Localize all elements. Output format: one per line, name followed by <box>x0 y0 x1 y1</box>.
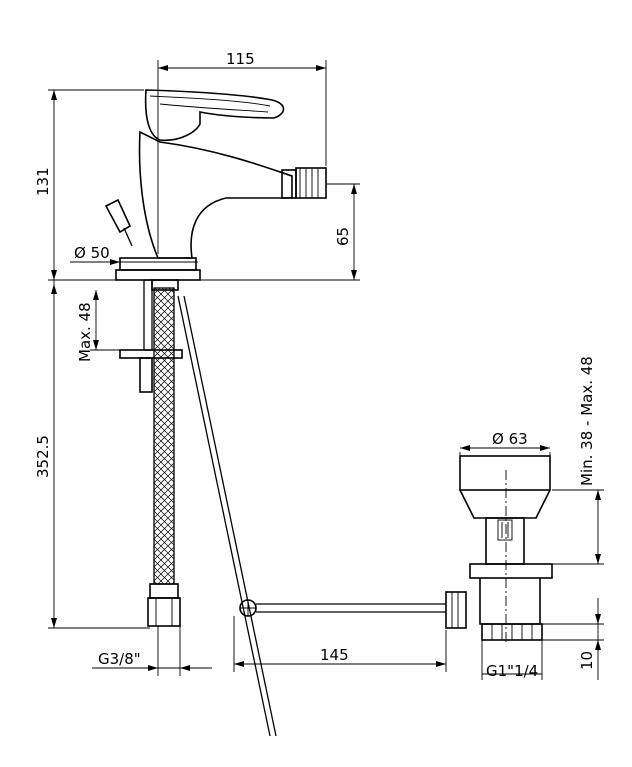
pop-up-rod <box>177 295 446 737</box>
mixer-body <box>104 89 327 281</box>
dim-thread-length: 10 <box>578 651 596 670</box>
dim-height-total: 131 <box>34 167 52 196</box>
dim-hose-thread: G3/8" <box>98 650 141 668</box>
dim-max-thickness: Max. 48 <box>76 302 94 362</box>
dim-spout-height: 65 <box>334 227 352 246</box>
mounting-fixing <box>119 279 183 393</box>
dim-waste-range: Min. 38 - Max. 48 <box>578 356 596 486</box>
dim-waste-thread: G1"1/4 <box>486 662 538 680</box>
dimension-labels: 115 131 65 Ø 50 Max. 48 352.5 G3/8" 145 … <box>34 50 596 680</box>
dim-base-diameter: Ø 50 <box>74 244 110 262</box>
flexible-hose <box>147 279 181 627</box>
waste-assembly <box>445 455 553 641</box>
dim-waste-diameter: Ø 63 <box>492 430 528 448</box>
dimension-lines <box>48 60 604 680</box>
dim-width-top: 115 <box>226 50 255 68</box>
dim-rod-length: 145 <box>320 646 349 664</box>
dim-hose-length: 352.5 <box>34 435 52 478</box>
